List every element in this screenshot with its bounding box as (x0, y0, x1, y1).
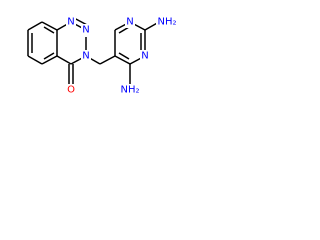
bond (27, 21, 43, 31)
atom-n-pyrimidine-1: N (126, 17, 133, 28)
bond (41, 55, 58, 65)
bond (114, 55, 131, 65)
chemical-structure: N N N O N N NH₂ NH₂ (27, 15, 178, 97)
bond (56, 55, 72, 65)
atom-nh2-bottom: NH₂ (120, 85, 139, 96)
atom-n-triazine-1: N (67, 17, 74, 28)
bond (27, 55, 43, 65)
bond (41, 21, 58, 31)
atom-o-carbonyl: O (67, 85, 75, 96)
bond (43, 26, 55, 34)
bond (99, 55, 116, 65)
atom-n-triazine-2: N (82, 25, 89, 36)
atom-label-layer: N N N O N N NH₂ NH₂ (66, 15, 178, 97)
atom-n-triazine-3: N (82, 51, 89, 62)
bond (118, 52, 130, 60)
bond (43, 52, 55, 60)
atom-n-pyrimidine-2: N (141, 51, 148, 62)
bond-layer (27, 17, 160, 86)
atom-nh2-top: NH₂ (157, 17, 176, 28)
